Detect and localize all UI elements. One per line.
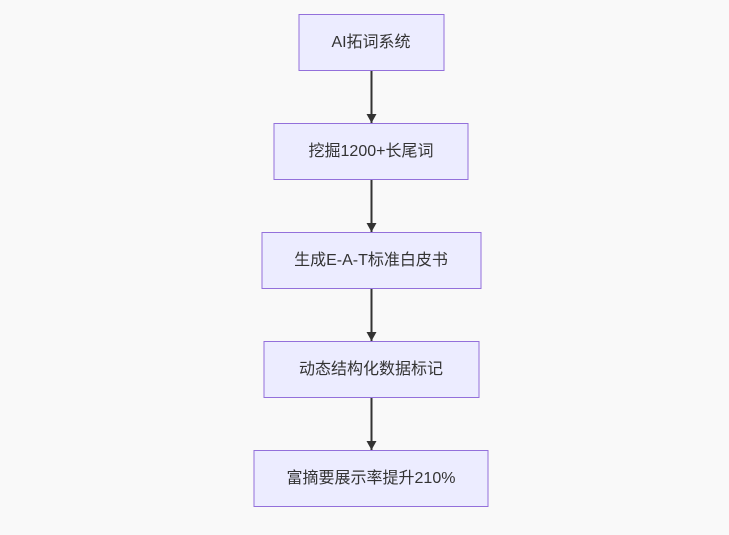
flow-node-longtail-keywords: 挖掘1200+长尾词 [273, 123, 469, 180]
flow-arrow-4 [366, 398, 376, 450]
flow-node-label: 富摘要展示率提升210% [286, 469, 456, 487]
arrowhead-down-icon [366, 332, 376, 341]
flow-node-label: AI拓词系统 [331, 33, 411, 51]
arrowhead-down-icon [366, 114, 376, 123]
flow-node-label: 挖掘1200+长尾词 [308, 142, 434, 160]
flow-node-label: 动态结构化数据标记 [298, 360, 443, 378]
flow-node-rich-snippet-rate: 富摘要展示率提升210% [253, 450, 489, 507]
flowchart: AI拓词系统 挖掘1200+长尾词 生成E-A-T标准白皮书 动态结构化数据标记… [253, 14, 489, 507]
flow-arrow-2 [366, 180, 376, 232]
flow-node-structured-data-markup: 动态结构化数据标记 [263, 341, 479, 398]
arrowhead-down-icon [366, 441, 376, 450]
flow-arrow-1 [366, 71, 376, 123]
flow-arrow-3 [366, 289, 376, 341]
flow-node-label: 生成E-A-T标准白皮书 [294, 251, 448, 269]
flow-node-eat-whitepaper: 生成E-A-T标准白皮书 [261, 232, 481, 289]
arrowhead-down-icon [366, 223, 376, 232]
flow-node-ai-keyword-system: AI拓词系统 [298, 14, 444, 71]
